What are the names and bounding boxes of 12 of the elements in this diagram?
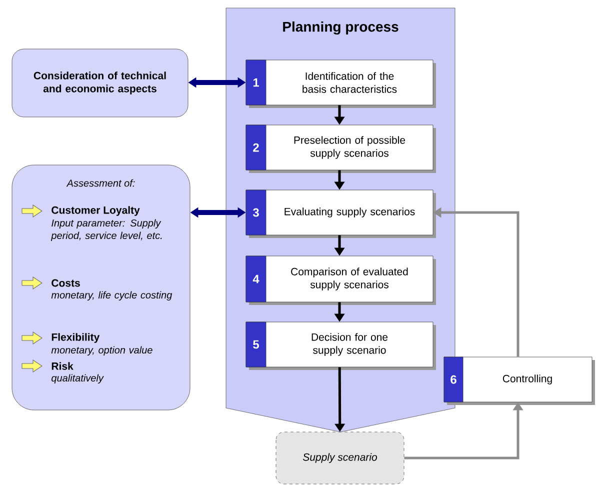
panel-heading: Assessment of: [66,179,135,187]
aspect-label: Consideration of technical and economic aspects [34,72,166,94]
criterion-heading: Costs [52,279,80,287]
band-title: Planning process [283,21,398,35]
criterion-heading: Flexibility [52,333,100,343]
result-label: Supply scenario [302,453,377,463]
criterion-heading: Risk [52,362,74,370]
criterion-description: Input parameter: Supply period, service level, etc. [50,219,162,242]
criterion-description: monetary, option value [51,346,152,356]
criterion-heading: Customer Loyalty [52,206,140,216]
criterion-description: qualitatively [52,374,104,384]
criterion-description: monetary, life cycle costing [51,291,172,301]
